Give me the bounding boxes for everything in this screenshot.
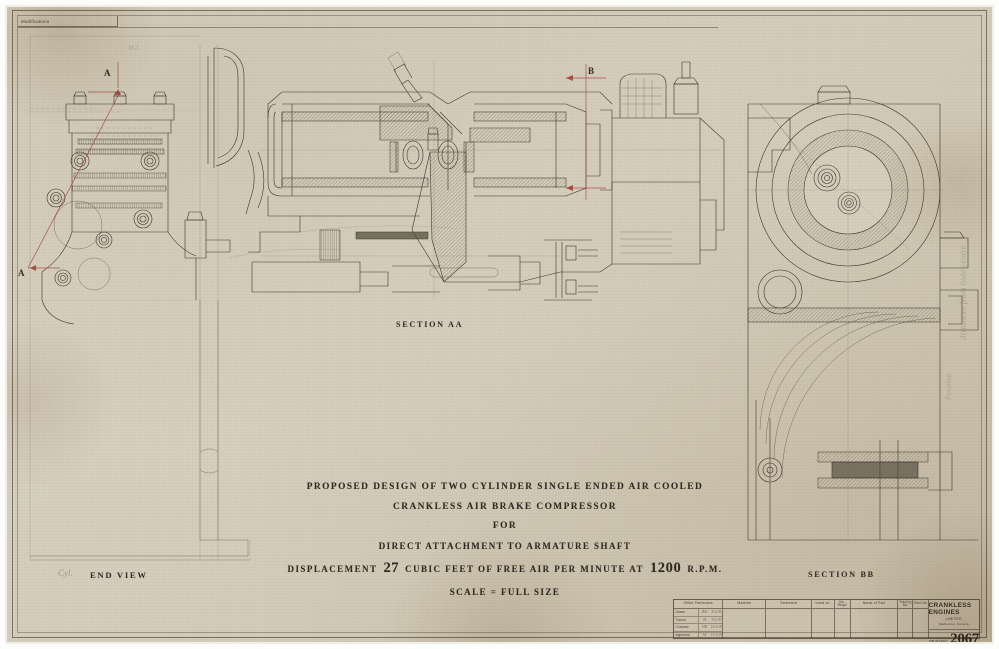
title-block-col-name-of-part: Name of Part: [850, 600, 899, 638]
office-row-date: 10-4-29: [710, 625, 723, 630]
section-marker-a-left: A: [18, 268, 25, 278]
col-header-office-particulars: Office Particulars: [674, 600, 723, 609]
modifications-row: [18, 16, 718, 28]
end-view-label: END VIEW: [90, 570, 148, 580]
col-header-part-no: Part No: [913, 600, 928, 609]
title-line-5: DISPLACEMENT 27 CUBIC FEET OF FREE AIR P…: [255, 560, 755, 577]
col-header-treatment: Treatment: [766, 600, 811, 609]
office-row: Traced JB 9-4-29: [674, 616, 723, 624]
displacement-label: DISPLACEMENT: [287, 564, 378, 574]
office-row-initials: JB: [702, 617, 707, 622]
section-aa-geometry: [207, 47, 725, 301]
col-header-used-on: Used on: [811, 600, 834, 609]
company-name: CRANKLESS ENGINES: [928, 602, 972, 616]
title-block-col-tracing-no: Tracing No: [898, 599, 914, 638]
title-block-col-office-particulars: Office Particulars Drawn JMC 8-4-29 Trac…: [674, 600, 724, 638]
section-marker-a-top: A: [104, 68, 111, 78]
title-block-col-no-reqd: No. Reqd: [834, 600, 851, 638]
col-header-name-of-part: Name of Part: [850, 600, 898, 609]
section-marker-b-top: B: [588, 66, 595, 76]
office-row: Approved AS 11-4-29: [674, 631, 722, 638]
drawing-frame-outer: [12, 10, 987, 638]
displacement-units: CUBIC FEET OF FREE AIR PER MINUTE AT: [405, 564, 644, 574]
office-row-date: 8-4-29: [711, 610, 722, 615]
scale-line: SCALE = FULL SIZE: [449, 586, 561, 597]
drawing-number-label: DRAWING N: [928, 639, 949, 649]
office-row: Drawn JMC 8-4-29: [674, 609, 723, 617]
title-block-col-material: Material: [723, 600, 767, 638]
drawing-title-block-text: PROPOSED DESIGN OF TWO CYLINDER SINGLE E…: [255, 482, 755, 606]
title-line-1: PROPOSED DESIGN OF TWO CYLINDER SINGLE E…: [306, 482, 704, 492]
office-row-initials: HB: [702, 625, 707, 630]
displacement-value: 27: [383, 560, 400, 576]
office-row-label: Approved: [674, 631, 699, 638]
end-view-pencil-note: Cyl.: [58, 568, 73, 578]
office-row-initials: AS: [702, 632, 707, 637]
office-row-date: 11-4-29: [710, 632, 722, 637]
title-block-col-used-on: Used on: [811, 600, 835, 638]
col-header-tracing-no: Tracing No: [898, 599, 913, 609]
rpm-label: R.P.M.: [687, 564, 723, 574]
company-suffix: LIMITED: [945, 617, 962, 621]
title-block-col-part-no: Part No: [913, 600, 929, 638]
top-left-pencil-note: W.3.: [128, 44, 141, 52]
section-bb-geometry: [744, 85, 979, 541]
office-row-label: Drawn: [674, 609, 699, 616]
rpm-value: 1200: [649, 560, 682, 576]
company-location: Melbourne, Victoria: [938, 621, 969, 626]
modifications-label: Modifications: [18, 16, 118, 27]
office-particulars-rows: Drawn JMC 8-4-29 Traced JB 9-4-29 Checke…: [674, 609, 723, 638]
title-line-4: DIRECT ATTACHMENT TO ARMATURE SHAFT: [378, 540, 632, 551]
title-block-table: Office Particulars Drawn JMC 8-4-29 Trac…: [673, 599, 980, 649]
office-row-initials: JMC: [700, 610, 708, 615]
section-aa-label: SECTION AA: [396, 320, 464, 329]
title-line-2: CRANKLESS AIR BRAKE COMPRESSOR: [393, 501, 617, 512]
title-line-3: FOR: [492, 521, 518, 531]
col-header-material: Material: [723, 600, 766, 609]
office-row-label: Checked: [674, 624, 699, 631]
office-row-date: 9-4-29: [711, 617, 722, 622]
col-header-no-reqd: No. Reqd: [834, 600, 850, 609]
office-row: Checked HB 10-4-29: [674, 624, 723, 632]
end-view-geometry: [27, 62, 249, 557]
section-bb-label: SECTION BB: [808, 570, 875, 579]
title-block-col-treatment: Treatment: [766, 600, 812, 638]
office-row-label: Traced: [674, 616, 699, 623]
drawing-frame-inner: [17, 15, 982, 633]
